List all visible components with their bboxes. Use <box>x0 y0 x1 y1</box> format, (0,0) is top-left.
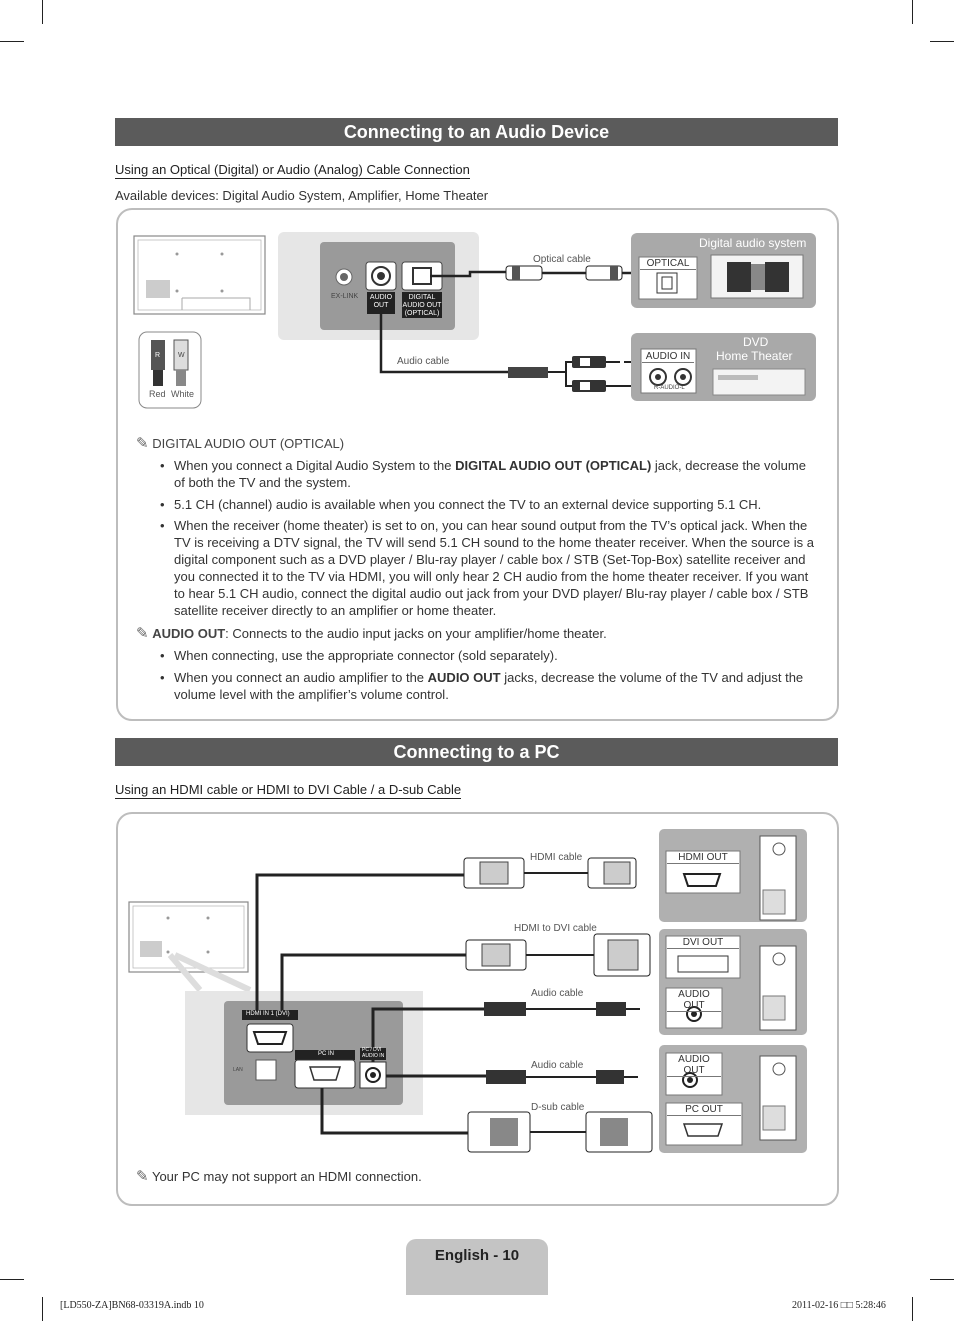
crop-mark <box>0 41 24 42</box>
crop-mark <box>930 41 954 42</box>
pc-dvi-audio-in-label-2: AUDIO IN <box>362 1053 385 1059</box>
optical-port-label: OPTICAL <box>640 258 696 270</box>
section-title-pc: Connecting to a PC <box>115 738 838 766</box>
dvd-label: DVD <box>743 335 769 349</box>
pencil-note-icon: ✎ <box>136 625 149 642</box>
pc-connection-diagram <box>128 829 807 1153</box>
audio-out-label-2: AUDIO OUT <box>667 1054 721 1077</box>
footer-timestamp: 2011-02-16 □□ 5:28:46 <box>792 1300 886 1311</box>
page-number: English - 10 <box>434 1247 520 1264</box>
bullet-item: •When the receiver (home theater) is set… <box>160 518 814 618</box>
bullet-item: •5.1 CH (channel) audio is available whe… <box>160 497 762 512</box>
white-plug-label: White <box>171 389 195 399</box>
crop-mark <box>42 1297 43 1321</box>
audio-cable-label: Audio cable <box>397 356 450 367</box>
section-subtitle-pc: Using an HDMI cable or HDMI to DVI Cable… <box>115 782 462 799</box>
pc-in-port-label: PC IN <box>318 1051 335 1057</box>
digital-audio-system-label: Digital audio system <box>699 236 807 250</box>
crop-mark <box>930 1279 954 1280</box>
note-title: DIGITAL AUDIO OUT (OPTICAL) <box>152 436 345 451</box>
plug-r-label: R <box>155 352 161 359</box>
pencil-note-icon: ✎ <box>136 435 149 452</box>
plug-w-label: W <box>178 352 185 359</box>
dvi-out-label: DVI OUT <box>667 937 739 949</box>
hdmi-in-port-label: HDMI IN 1 (DVI) <box>246 1011 290 1017</box>
bullet-item: •When connecting, use the appropriate co… <box>160 648 558 663</box>
lan-port-label: LAN <box>233 1067 243 1073</box>
dsub-cable-label: D-sub cable <box>531 1102 585 1113</box>
section-title-audio: Connecting to an Audio Device <box>115 118 838 146</box>
note-audio-out: ✎ AUDIO OUT: Connects to the audio input… <box>136 625 607 642</box>
hdmi-cable-label: HDMI cable <box>530 852 583 863</box>
bullet-item: •When you connect a Digital Audio System… <box>160 458 806 490</box>
crop-mark <box>912 1297 913 1321</box>
red-plug-label: Red <box>149 389 166 399</box>
page-number-tab: English - 10 <box>406 1239 548 1295</box>
digital-audio-out-port-label: DIGITAL AUDIO OUT (OPTICAL) <box>402 294 442 317</box>
audio-out-port-label: AUDIO OUT <box>369 294 393 309</box>
pc-dvi-audio-in-label-1: PC / DVI <box>362 1047 382 1053</box>
audio-cable-label-2: Audio cable <box>531 1060 584 1071</box>
section-subtitle-audio: Using an Optical (Digital) or Audio (Ana… <box>115 162 470 179</box>
home-theater-label: Home Theater <box>716 349 793 363</box>
audio-cable-label-1: Audio cable <box>531 988 584 999</box>
note-digital-audio-out: ✎ DIGITAL AUDIO OUT (OPTICAL) <box>136 435 344 452</box>
pc-out-label: PC OUT <box>667 1104 741 1116</box>
hdmi-dvi-cable-label: HDMI to DVI cable <box>514 923 597 934</box>
pencil-note-icon: ✎ <box>136 1168 149 1185</box>
available-devices-text: Available devices: Digital Audio System,… <box>115 188 489 203</box>
audio-out-label-1: AUDIO OUT <box>667 989 721 1012</box>
hdmi-out-label: HDMI OUT <box>667 852 739 864</box>
note-pc-hdmi: ✎ Your PC may not support an HDMI connec… <box>136 1168 422 1185</box>
audio-in-port-label: AUDIO IN <box>642 351 694 363</box>
exlink-label: EX-LINK <box>331 293 359 300</box>
crop-mark <box>42 0 43 24</box>
r-audio-l-label: R-AUDIO-L <box>654 385 685 391</box>
crop-mark <box>0 1279 24 1280</box>
crop-mark <box>912 0 913 24</box>
bullet-item: •When you connect an audio amplifier to … <box>160 670 804 702</box>
audio-connection-diagram <box>133 232 816 409</box>
optical-cable-label: Optical cable <box>533 254 591 265</box>
footer-file-info: [LD550-ZA]BN68-03319A.indb 10 <box>60 1300 204 1311</box>
